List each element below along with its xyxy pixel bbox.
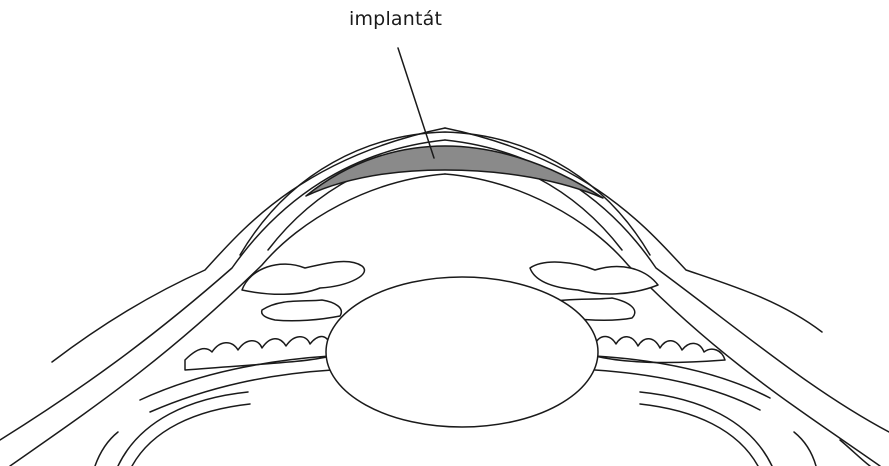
- sclera-tail-right: [840, 440, 870, 466]
- iris-left-lower: [262, 300, 342, 321]
- ciliary-right: [595, 337, 725, 363]
- crystalline-lens: [326, 277, 598, 427]
- vitreous-arc-left: [95, 432, 118, 466]
- posterior-arc-right: [640, 392, 772, 466]
- implant-leader-line: [398, 48, 434, 158]
- posterior-arc-left: [118, 392, 248, 466]
- posterior-arc-left-2: [132, 404, 250, 466]
- iris-right-upper: [530, 262, 658, 294]
- zonule-band-right-2: [595, 370, 760, 410]
- implant-label: implantát: [349, 8, 442, 30]
- vitreous-arc-right: [794, 432, 816, 466]
- posterior-arc-right-2: [640, 404, 758, 466]
